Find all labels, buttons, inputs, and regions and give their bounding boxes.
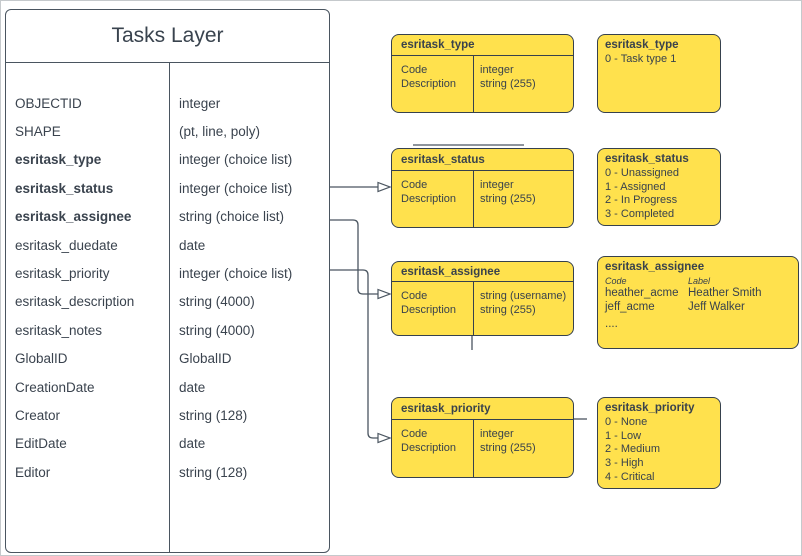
field-name: esritask_type — [15, 152, 102, 168]
field-row: esritask_description string (4000) — [6, 288, 329, 316]
legend-line: 0 - None — [605, 415, 648, 428]
field-type: string (128) — [179, 407, 248, 423]
legend-box-type: esritask_type 0 - Task type 1 — [597, 34, 721, 113]
field-name: EditDate — [15, 436, 67, 452]
connector-priority — [330, 269, 378, 439]
field-type: (pt, line, poly) — [179, 124, 261, 140]
legend-line: 2 - Medium — [605, 443, 661, 456]
field-type: string (4000) — [179, 322, 255, 338]
field-row: esritask_status integer (choice list) — [6, 174, 329, 202]
field-name: GlobalID — [15, 351, 68, 367]
legend-title: esritask_type — [605, 39, 679, 51]
field-row: OBJECTID integer — [6, 89, 329, 117]
field-name: esritask_assignee — [15, 209, 132, 225]
detail-field-types: string (username)string (255) — [480, 290, 567, 316]
field-type: integer (choice list) — [179, 266, 293, 282]
legend-ellipsis: .... — [605, 318, 618, 331]
field-row: esritask_type integer (choice list) — [6, 146, 329, 174]
field-name: CreationDate — [15, 379, 95, 395]
field-name: SHAPE — [15, 124, 61, 140]
field-type: date — [179, 237, 206, 253]
field-type: date — [179, 436, 206, 452]
detail-box-title: esritask_type — [392, 35, 573, 56]
field-type: string (4000) — [179, 294, 255, 310]
field-row: EditDate date — [6, 430, 329, 458]
tasks-layer-table: Tasks Layer OBJECTID integer SHAPE (pt, li… — [5, 9, 330, 553]
arrowhead — [377, 181, 392, 193]
tasks-layer-rows: OBJECTID integer SHAPE (pt, line, poly) es… — [6, 62, 329, 486]
legend-line: 3 - Completed — [605, 208, 675, 221]
detail-box-title: esritask_status — [392, 149, 573, 171]
field-row: CreationDate date — [6, 373, 329, 401]
detail-box-divider — [473, 56, 474, 112]
legend-line: 1 - Low — [605, 429, 642, 442]
arrowhead — [377, 288, 392, 300]
field-row: esritask_priority integer (choice list) — [6, 259, 329, 287]
field-name: Creator — [15, 407, 61, 423]
field-type: string (choice list) — [179, 209, 285, 225]
field-type: string (128) — [179, 464, 248, 480]
legend-line: 2 - In Progress — [605, 194, 678, 207]
field-name: esritask_priority — [15, 266, 110, 282]
legend-line: 0 - Unassigned — [605, 166, 679, 179]
legend-box-priority: esritask_priority 0 - None 1 - Low 2 - M… — [597, 397, 721, 489]
legend-line: 1 - Assigned — [605, 180, 666, 193]
connector-assignee — [330, 219, 378, 295]
detail-box-divider — [473, 171, 474, 227]
field-row: esritask_assignee string (choice list) — [6, 203, 329, 231]
field-name: esritask_duedate — [15, 237, 118, 253]
legend-title: esritask_priority — [605, 402, 695, 414]
legend-line: 3 - High — [605, 457, 644, 470]
field-row: SHAPE (pt, line, poly) — [6, 117, 329, 145]
field-row: Creator string (128) — [6, 401, 329, 429]
field-row: GlobalID GlobalID — [6, 345, 329, 373]
field-type: date — [179, 379, 206, 395]
field-type: integer — [179, 95, 221, 111]
field-name: esritask_description — [15, 294, 135, 310]
detail-box-divider — [473, 420, 474, 477]
detail-box-divider — [473, 282, 474, 335]
detail-box-title: esritask_priority — [392, 398, 573, 420]
detail-box-title: esritask_assignee — [392, 262, 573, 282]
field-row: esritask_notes string (4000) — [6, 316, 329, 344]
legend-box-status: esritask_status 0 - Unassigned 1 - Assig… — [597, 148, 721, 226]
arrowhead — [377, 432, 392, 444]
field-name: esritask_status — [15, 180, 114, 196]
legend-line: 4 - Critical — [605, 470, 655, 483]
field-type: integer (choice list) — [179, 180, 293, 196]
legend-title: esritask_assignee — [605, 261, 705, 273]
legend-title: esritask_status — [605, 153, 689, 165]
field-name: OBJECTID — [15, 95, 82, 111]
field-row: Editor string (128) — [6, 458, 329, 486]
field-name: Editor — [15, 464, 51, 480]
field-name: esritask_notes — [15, 322, 103, 338]
field-type: integer (choice list) — [179, 152, 293, 168]
legend-line: 0 - Task type 1 — [605, 52, 677, 65]
field-row: esritask_duedate date — [6, 231, 329, 259]
tasks-layer-title: Tasks Layer — [6, 10, 329, 63]
tasks-layer-column-divider — [169, 62, 170, 552]
field-type: GlobalID — [179, 351, 232, 367]
